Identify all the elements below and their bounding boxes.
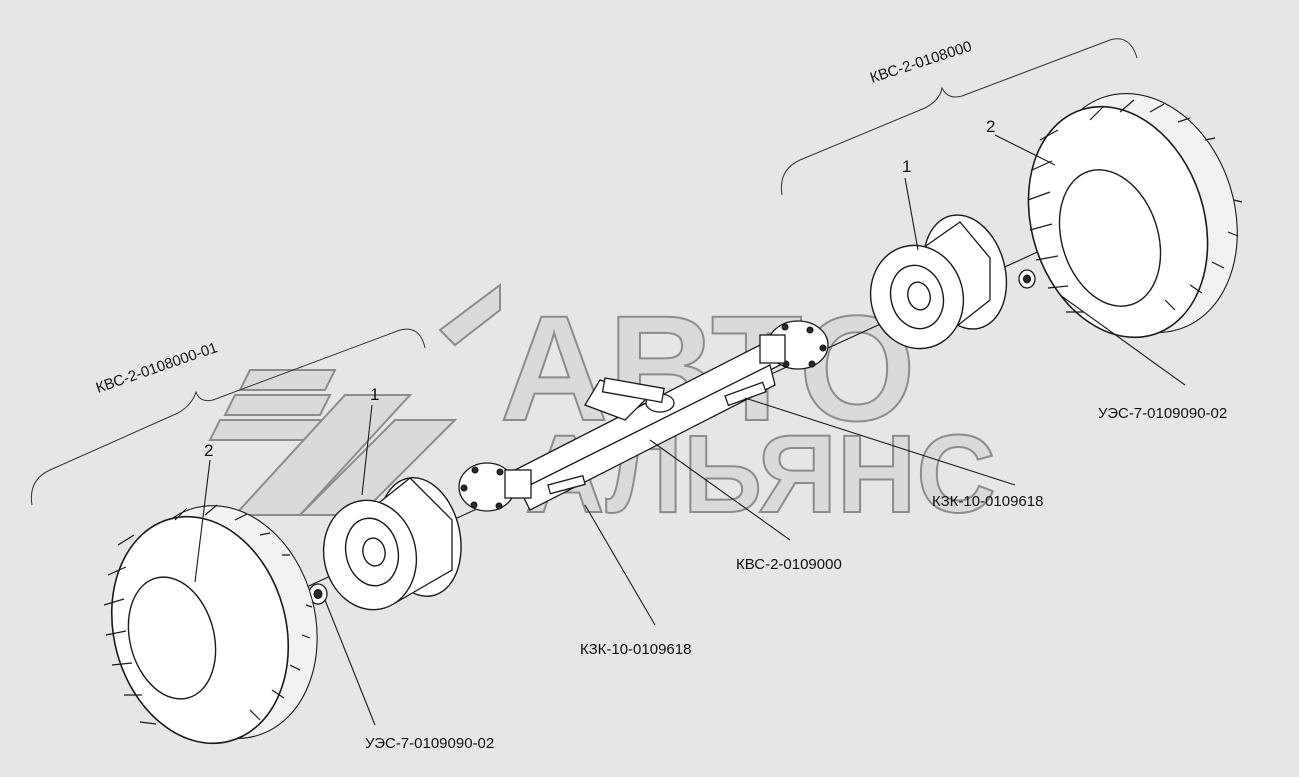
leader-nut-left xyxy=(324,599,376,726)
label-nut-left: УЭС-7-0109090-02 xyxy=(365,735,494,752)
nut-right xyxy=(1018,269,1036,289)
pos-tire-left: 2 xyxy=(204,441,213,460)
pos-rim-right: 1 xyxy=(902,157,911,176)
pos-rim-left: 1 xyxy=(370,385,379,404)
watermark-line1: АВТО xyxy=(500,284,916,452)
leader-rim-left xyxy=(361,404,373,496)
leader-nut-right xyxy=(1059,294,1186,386)
leader-tire-right xyxy=(994,134,1056,166)
leader-tire-left xyxy=(194,459,211,583)
label-nut-right: УЭС-7-0109090-02 xyxy=(1098,405,1227,422)
leader-pin-right xyxy=(744,397,1016,486)
watermark-emblem xyxy=(208,283,501,516)
label-assembly-right: КВС-2-0108000 xyxy=(868,38,974,87)
leader-axle xyxy=(649,439,791,541)
leader-lines xyxy=(194,134,1186,726)
tire-right xyxy=(1027,92,1243,339)
leader-pin-left xyxy=(584,504,656,626)
rim-right xyxy=(869,214,1008,350)
brace-right-assembly xyxy=(780,38,1138,196)
axle-beam xyxy=(458,320,829,512)
label-pin-right: КЗК-10-0109618 xyxy=(932,493,1043,510)
rim-left xyxy=(322,477,462,611)
leader-rim-right xyxy=(904,177,919,251)
label-pin-left: КЗК-10-0109618 xyxy=(580,641,691,658)
tire-left xyxy=(103,504,318,745)
nut-left xyxy=(308,583,328,605)
brace-left-assembly xyxy=(30,328,426,506)
pos-tire-right: 2 xyxy=(986,117,995,136)
label-axle: КВС-2-0109000 xyxy=(736,556,842,573)
label-assembly-left: КВС-2-0108000-01 xyxy=(94,339,220,397)
